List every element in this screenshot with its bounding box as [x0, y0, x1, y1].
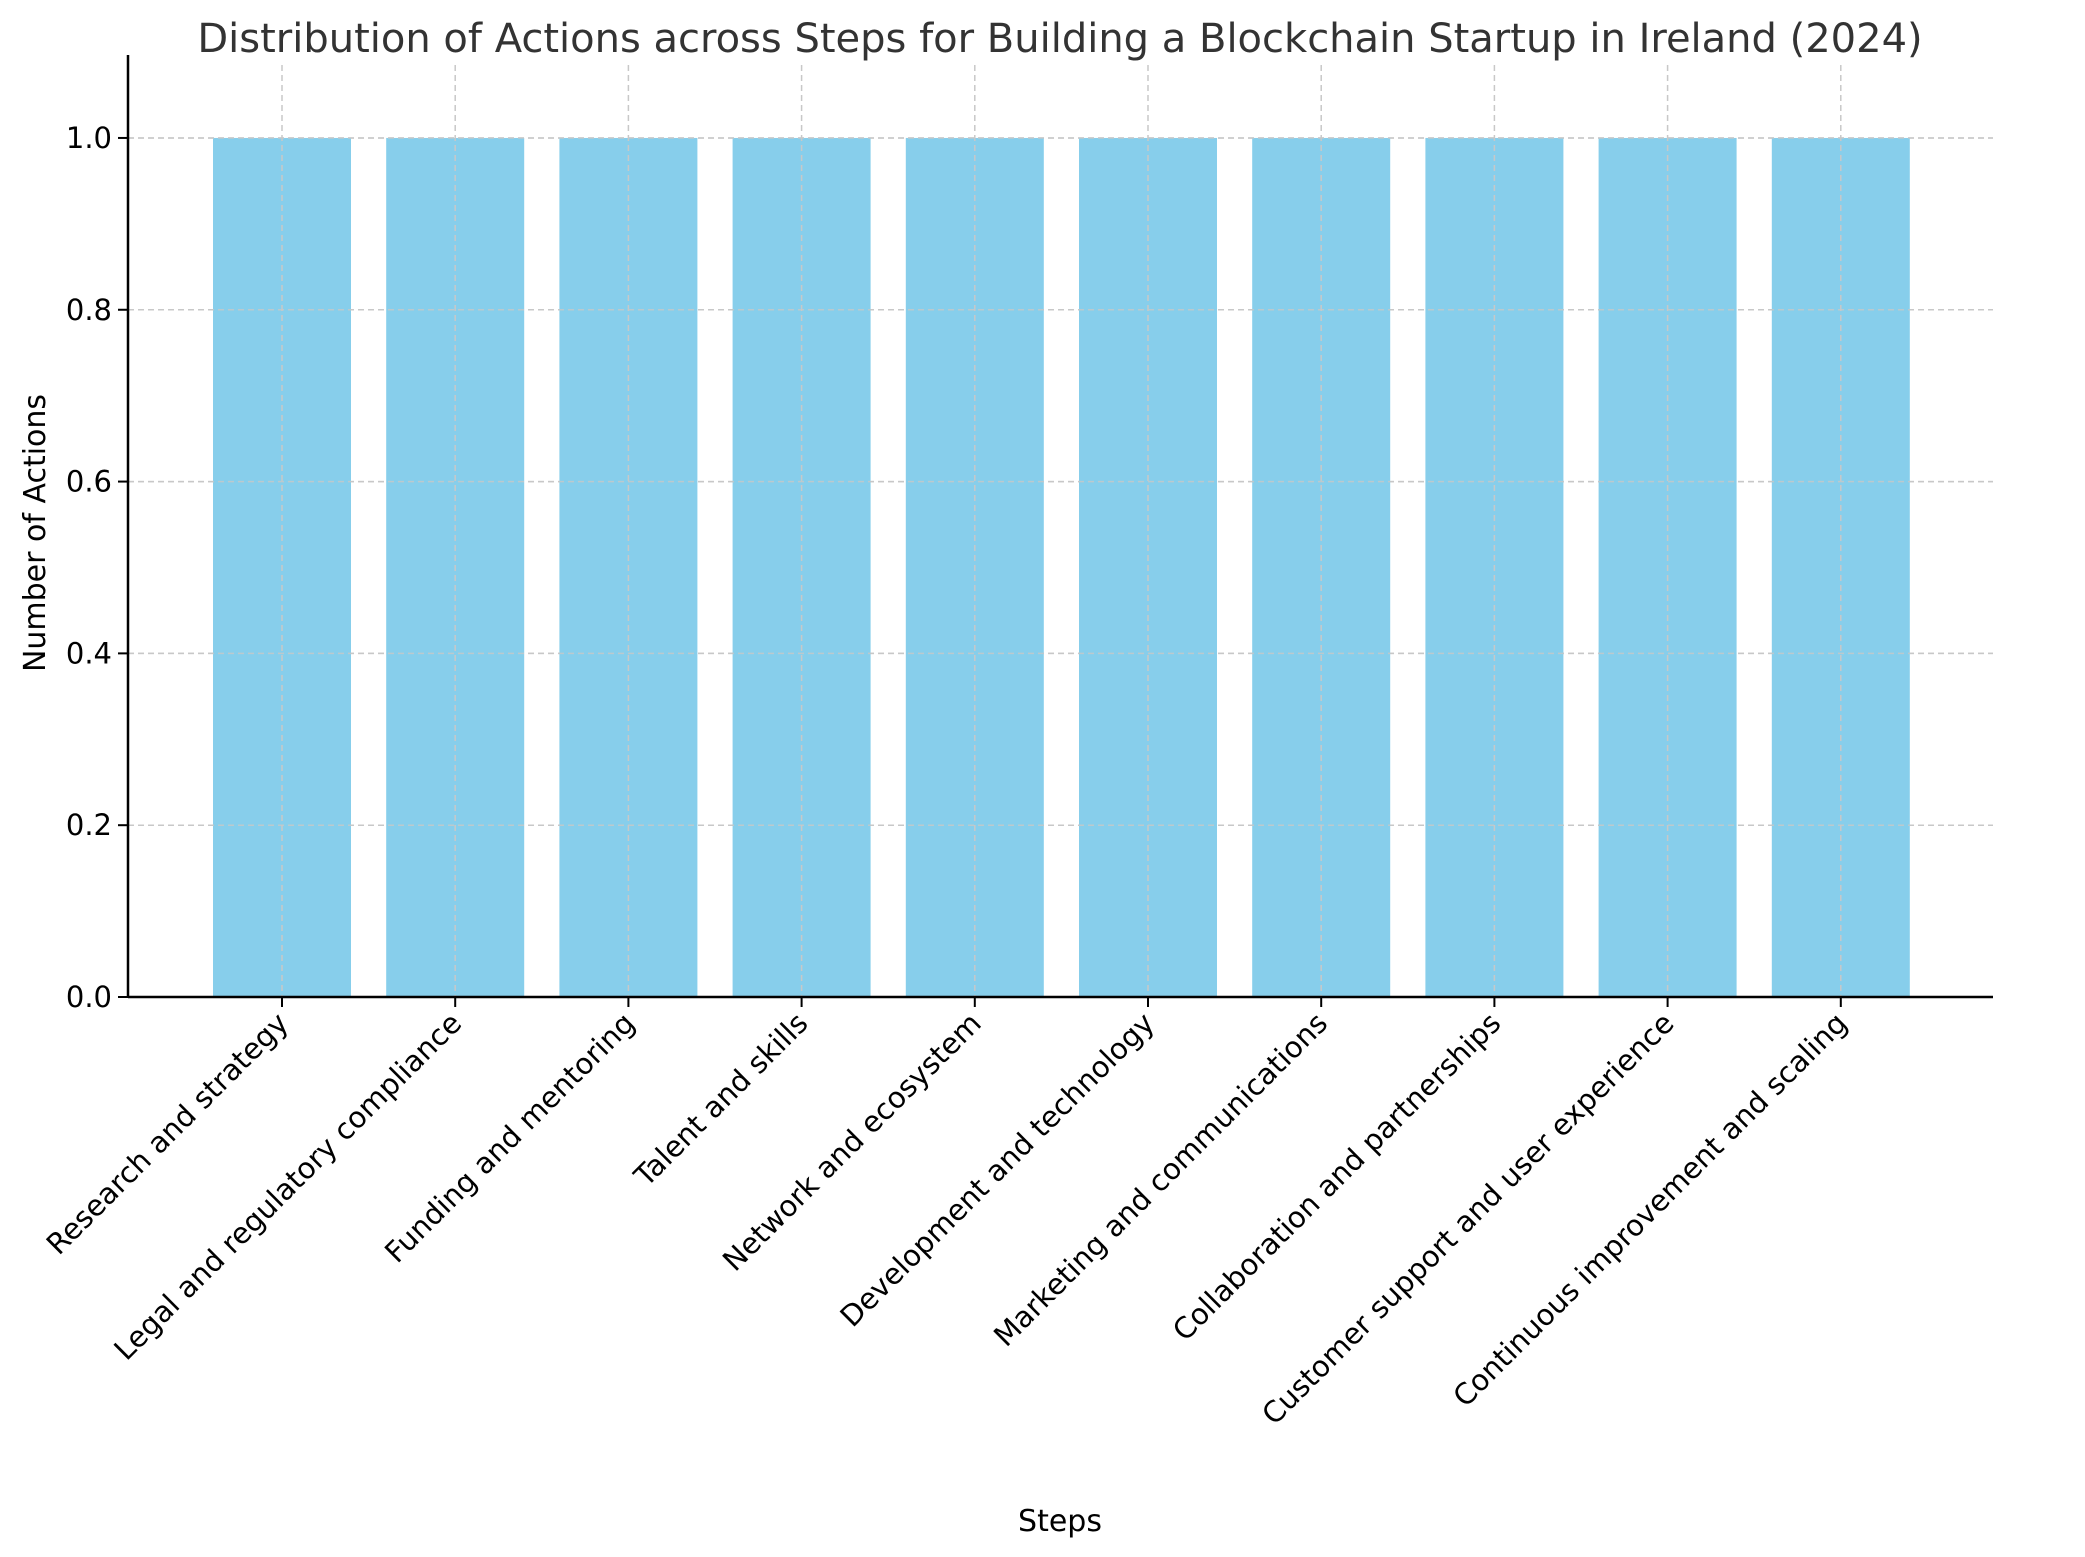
bars	[128, 65, 1993, 998]
y-tick-label: 0.2	[66, 808, 112, 842]
y-tick-label: 0.4	[66, 636, 112, 670]
y-tick-label: 0.6	[66, 465, 112, 499]
x-axis-title: Steps	[1018, 1504, 1102, 1539]
y-tick-label: 0.8	[66, 293, 112, 327]
y-axis-title: Number of Actions	[18, 394, 53, 672]
axes	[118, 55, 1993, 1007]
chart-title: Distribution of Actions across Steps for…	[197, 16, 1922, 62]
y-tick-label: 1.0	[66, 121, 112, 155]
y-tick-label: 0.0	[66, 980, 112, 1014]
